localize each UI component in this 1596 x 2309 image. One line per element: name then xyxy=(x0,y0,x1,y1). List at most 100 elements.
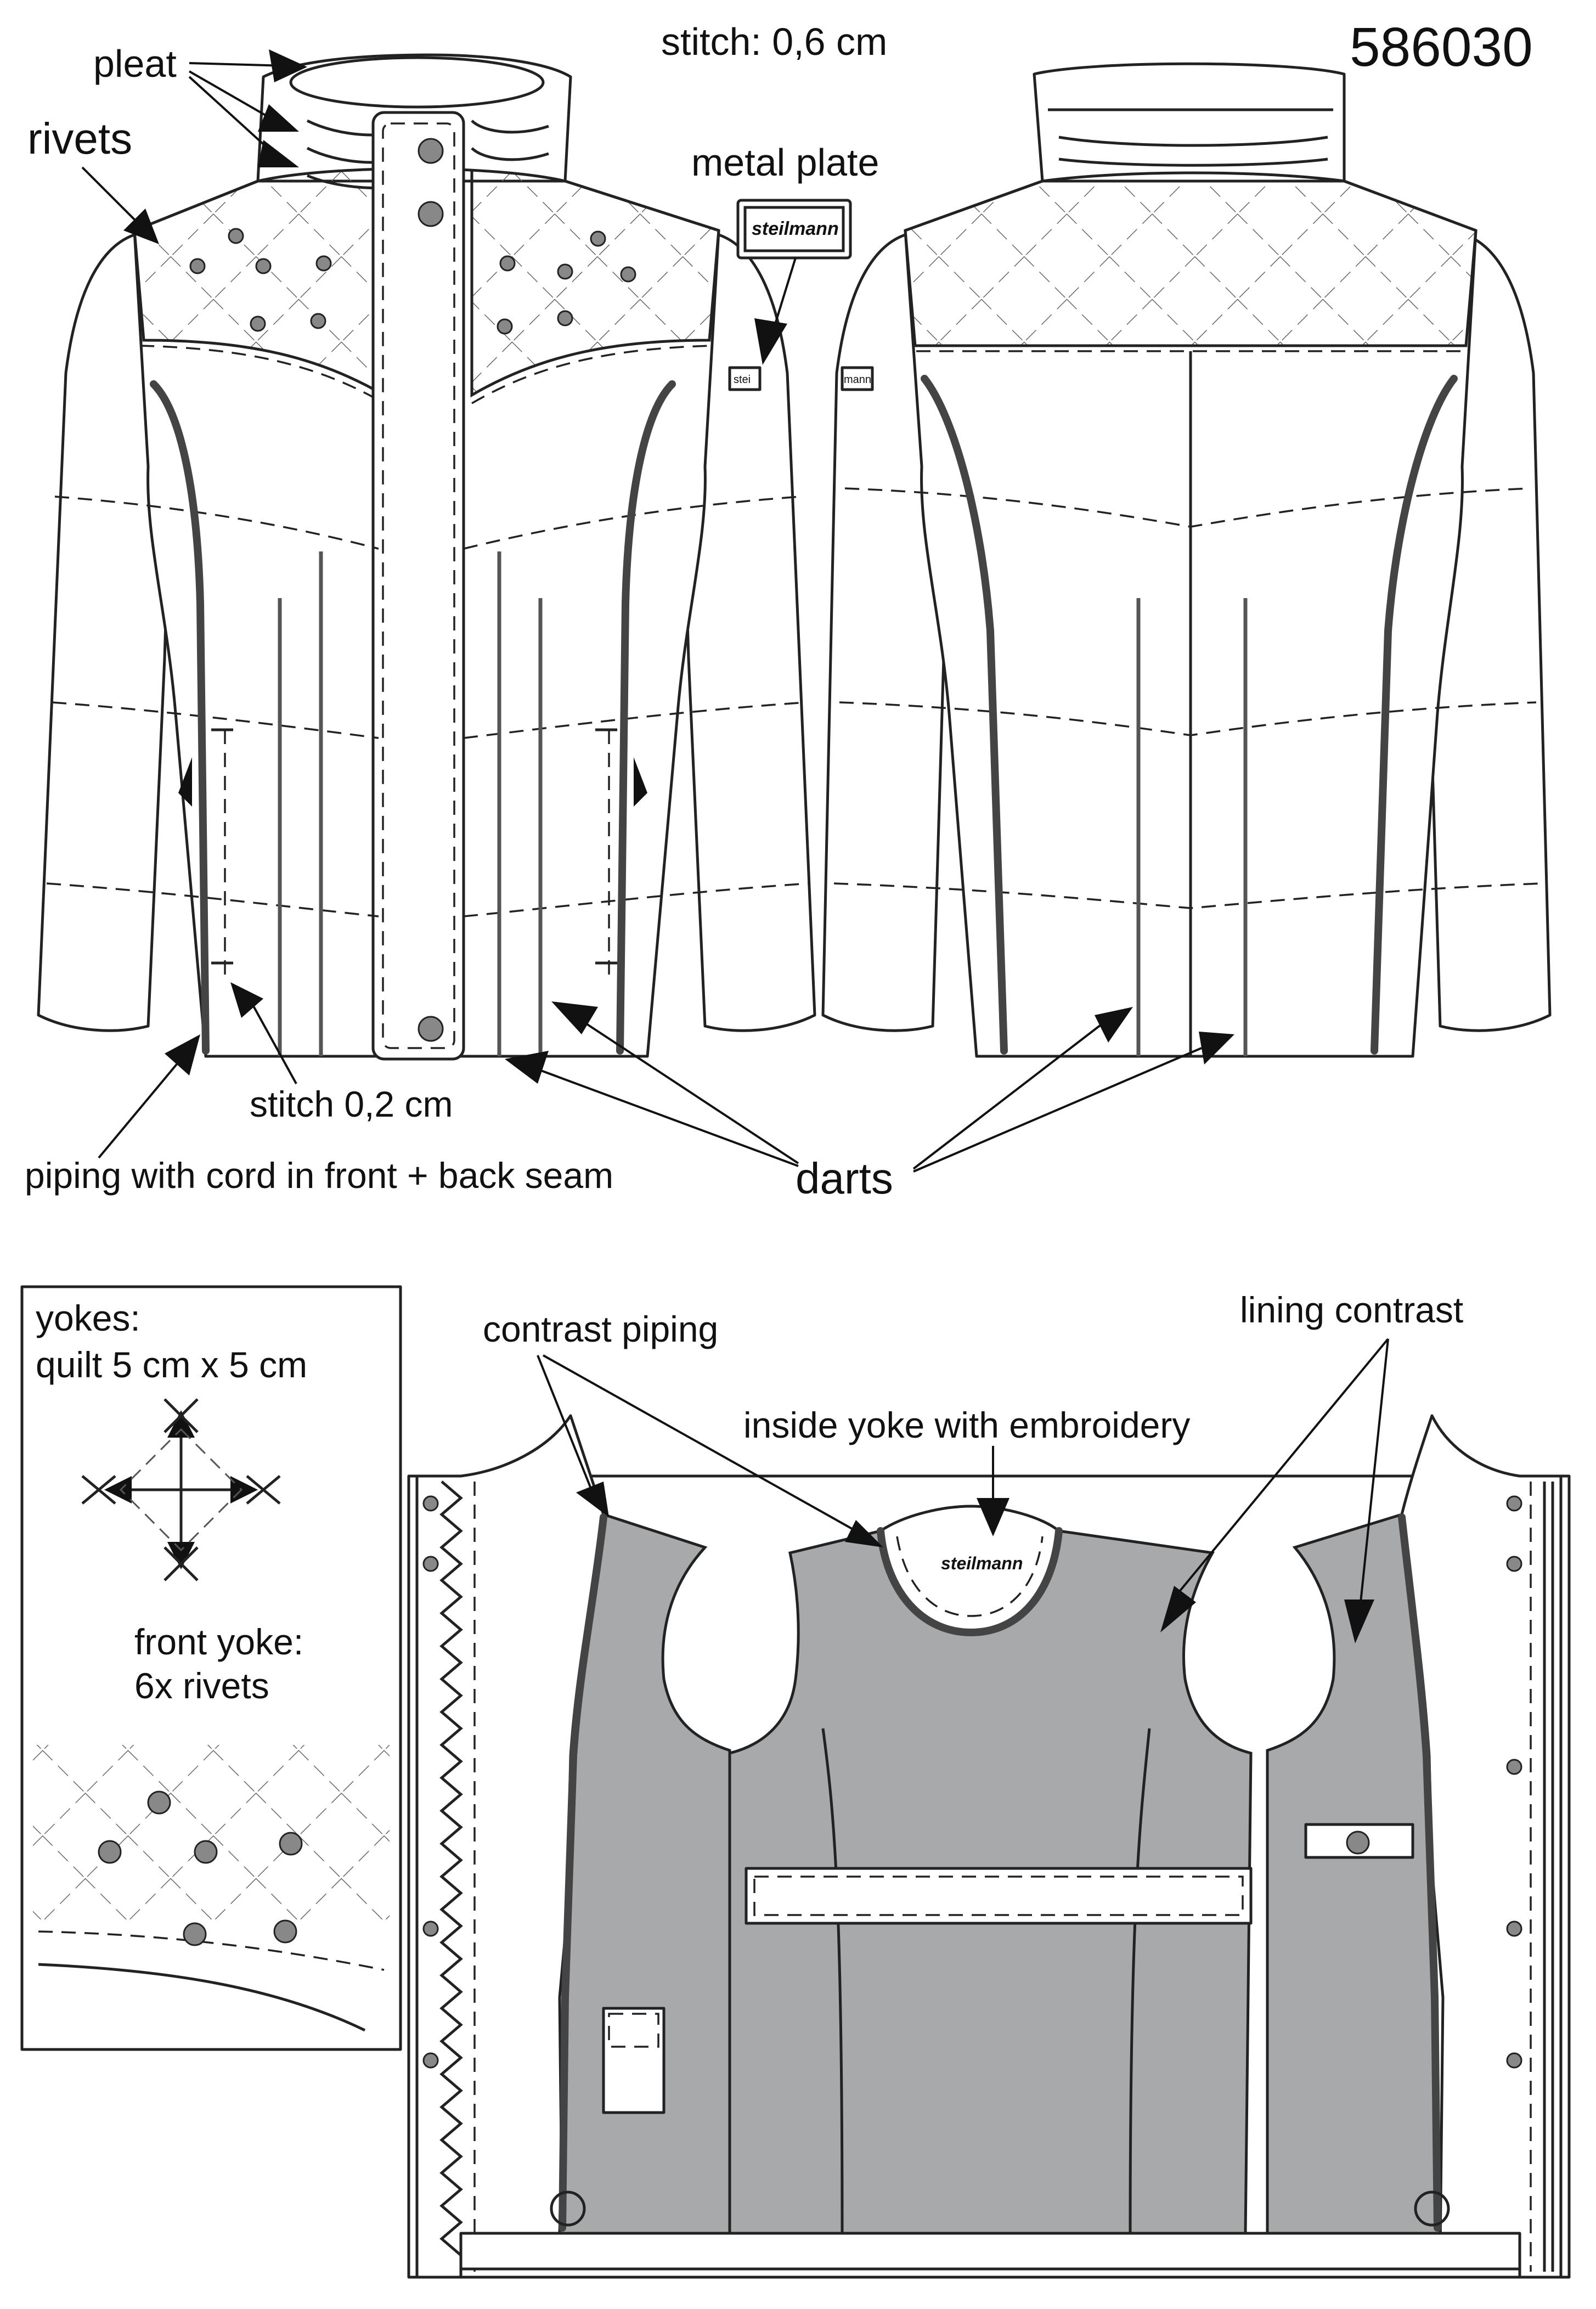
back-piping-right xyxy=(1371,375,1458,1055)
label-metal-plate: metal plate xyxy=(691,141,879,184)
yoke-detail-seam xyxy=(38,1963,366,2032)
quilt-diagram xyxy=(81,1398,281,1581)
front-piping-left xyxy=(150,380,210,1055)
quilt-cross xyxy=(115,1421,247,1558)
arrowhead xyxy=(754,318,787,365)
rivet xyxy=(497,318,513,335)
metal-plate-text: steilmann xyxy=(752,218,839,239)
pocket-marker-right xyxy=(634,757,647,807)
zipper-teeth-left xyxy=(439,1480,463,2256)
arrowhead xyxy=(165,1034,200,1075)
front-yoke-right xyxy=(470,106,720,398)
back-view: mann xyxy=(821,62,1552,1058)
sleeve-plate-back xyxy=(841,366,874,391)
snap-button xyxy=(418,201,444,227)
cord-stopper-right xyxy=(1414,2190,1450,2227)
rivet xyxy=(315,255,332,272)
label-pleat: pleat xyxy=(93,42,177,85)
quilt-line xyxy=(52,701,807,739)
label-rivets: rivets xyxy=(27,114,132,163)
inside-piping-right xyxy=(1398,1513,1441,2232)
label-stitch-06: stitch: 0,6 cm xyxy=(661,20,887,63)
front-left-sleeve xyxy=(37,232,172,1032)
rivet xyxy=(255,258,272,274)
label-contrast-piping: contrast piping xyxy=(483,1309,718,1349)
inside-view: steilmann xyxy=(407,1414,1571,2279)
front-piping-right xyxy=(616,380,676,1055)
placket-stitch xyxy=(382,122,455,1049)
rivet xyxy=(273,1919,297,1944)
rivet xyxy=(194,1840,218,1864)
rivet xyxy=(620,266,636,283)
rivet xyxy=(189,258,206,274)
label-button xyxy=(1346,1831,1370,1855)
arrowhead xyxy=(230,982,263,1018)
rivet xyxy=(98,1840,122,1864)
snap xyxy=(1506,2052,1522,2069)
inner-pocket-stitch xyxy=(608,2013,659,2048)
snap xyxy=(1506,1759,1522,1775)
quilt-ticks xyxy=(81,1398,281,1581)
snap xyxy=(422,2052,439,2069)
style-number: 586030 xyxy=(1350,16,1533,78)
back-left-sleeve xyxy=(821,232,945,1032)
snap-button xyxy=(418,1016,444,1042)
sleeve-plate-front xyxy=(728,366,762,391)
lining-contrast-arrow xyxy=(1178,1338,1389,1603)
yoke-detail-stitch xyxy=(38,1930,385,1971)
embroidery-text: steilmann xyxy=(941,1553,1023,1573)
label-piping: piping with cord in front + back seam xyxy=(25,1155,613,1196)
rivets-arrow xyxy=(81,166,144,229)
rivet xyxy=(310,313,326,329)
info-rivet-count: 6x rivets xyxy=(134,1665,269,1706)
label-inside-yoke: inside yoke with embroidery xyxy=(743,1405,1190,1445)
snap-button xyxy=(418,138,444,164)
darts-arrow xyxy=(532,1020,1202,1173)
yoke-detail-quilt xyxy=(33,1745,390,1921)
yoke-contrast-piping xyxy=(877,1527,1063,1637)
info-box: yokes: quilt 5 cm x 5 cm front yoke: 6x … xyxy=(20,1285,402,2051)
arrowhead xyxy=(977,1498,1010,1536)
yoke-stitch-line xyxy=(139,345,714,404)
contrast-piping-arrow xyxy=(537,1354,856,1532)
rivet xyxy=(228,228,244,244)
stitch-02-arrow xyxy=(251,1004,297,1084)
info-front-yoke-title: front yoke: xyxy=(134,1621,303,1662)
piping-arrow xyxy=(98,1058,182,1159)
arrowhead xyxy=(505,1001,1234,1084)
metal-plate xyxy=(736,199,852,260)
info-box-frame xyxy=(20,1285,402,2051)
label-stitch-02: stitch 0,2 cm xyxy=(250,1084,453,1124)
label-lining-contrast: lining contrast xyxy=(1240,1289,1463,1330)
rivet xyxy=(557,310,573,326)
inner-pocket xyxy=(602,2007,666,2114)
pocket-marker-left xyxy=(178,757,192,807)
snap xyxy=(422,1556,439,1572)
arrowhead xyxy=(1160,1586,1374,1643)
inside-hem xyxy=(459,2232,1521,2271)
quilt-square xyxy=(119,1428,243,1552)
metal-plate-arrow xyxy=(772,257,797,330)
arrowhead xyxy=(576,1482,883,1547)
snap xyxy=(422,1921,439,1937)
arrowhead xyxy=(258,49,307,167)
rivet xyxy=(557,263,573,280)
quilt-line xyxy=(46,882,810,917)
rivet xyxy=(590,230,606,247)
collar-top xyxy=(289,56,545,109)
info-yokes-title: yokes: xyxy=(36,1298,140,1338)
front-placket xyxy=(371,111,465,1061)
rivet xyxy=(279,1832,303,1856)
back-collar-lines xyxy=(1048,108,1333,167)
pleat-lines xyxy=(306,119,549,190)
snap xyxy=(1506,1495,1522,1512)
rivet xyxy=(499,255,516,272)
snap xyxy=(1506,1921,1522,1937)
rivet xyxy=(183,1922,207,1946)
hanger-strip-stitch xyxy=(753,1876,1244,1916)
sleeve-plate-front-text: stei xyxy=(734,374,751,386)
zipper-teeth-right xyxy=(1543,1482,1554,2272)
snap xyxy=(1506,1556,1522,1572)
info-quilt-size: quilt 5 cm x 5 cm xyxy=(36,1344,307,1385)
